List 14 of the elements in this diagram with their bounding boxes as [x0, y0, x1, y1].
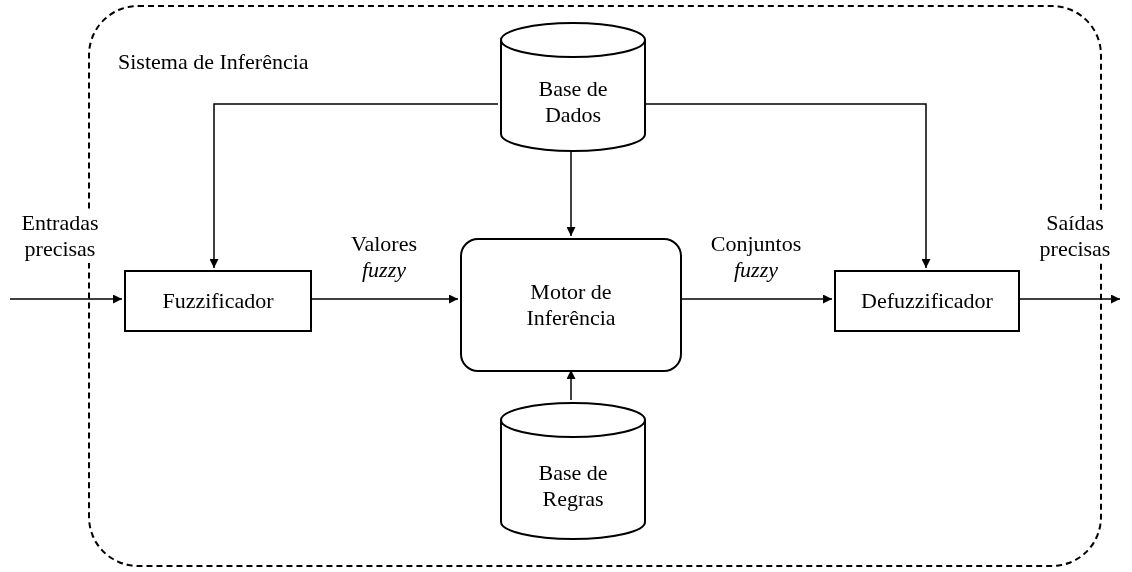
node-label: Base de Dados [537, 75, 609, 129]
arrow [566, 149, 576, 237]
process-box [834, 270, 1020, 332]
node-label: Motor de Inferência [525, 278, 617, 332]
process-box [124, 270, 312, 332]
arrow [566, 369, 576, 401]
arrow [209, 103, 499, 269]
node-label: Fuzzificador [162, 287, 274, 315]
node-label: Base de Regras [537, 459, 609, 513]
arrow [643, 103, 931, 269]
process-box [460, 238, 682, 372]
boundary-title: Sistema de Inferência [118, 49, 309, 74]
node-label: Defuzzificador [861, 287, 993, 315]
arrow [9, 294, 123, 304]
